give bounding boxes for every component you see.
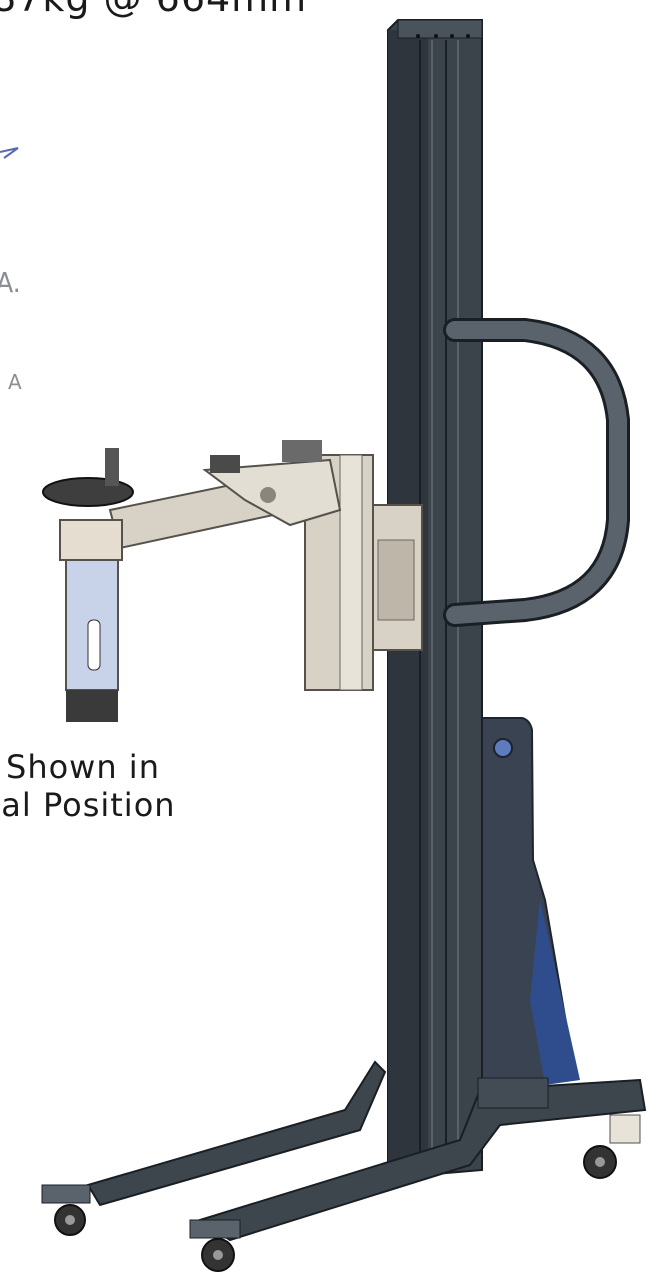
- carriage: [304, 454, 423, 691]
- caption-top: 87kg @ 664mm: [0, 0, 307, 20]
- handle-icon: [443, 318, 630, 627]
- mark-icon: [0, 147, 19, 159]
- gauge-icon: [493, 738, 513, 758]
- arm-assembly: [108, 440, 342, 550]
- side-label-a-small: A: [8, 370, 22, 394]
- caption-line2: nal Position: [0, 786, 176, 824]
- wheel-icon-right: [583, 1114, 641, 1179]
- tool-head: [42, 448, 134, 722]
- motor-panel: [469, 717, 580, 1092]
- side-label-a-large: A.: [0, 266, 21, 299]
- wheel-icon-left: [41, 1184, 91, 1236]
- base-frame: [86, 1060, 647, 1242]
- caption-line1: Shown in: [6, 748, 160, 786]
- wheel-icon-front: [189, 1219, 241, 1272]
